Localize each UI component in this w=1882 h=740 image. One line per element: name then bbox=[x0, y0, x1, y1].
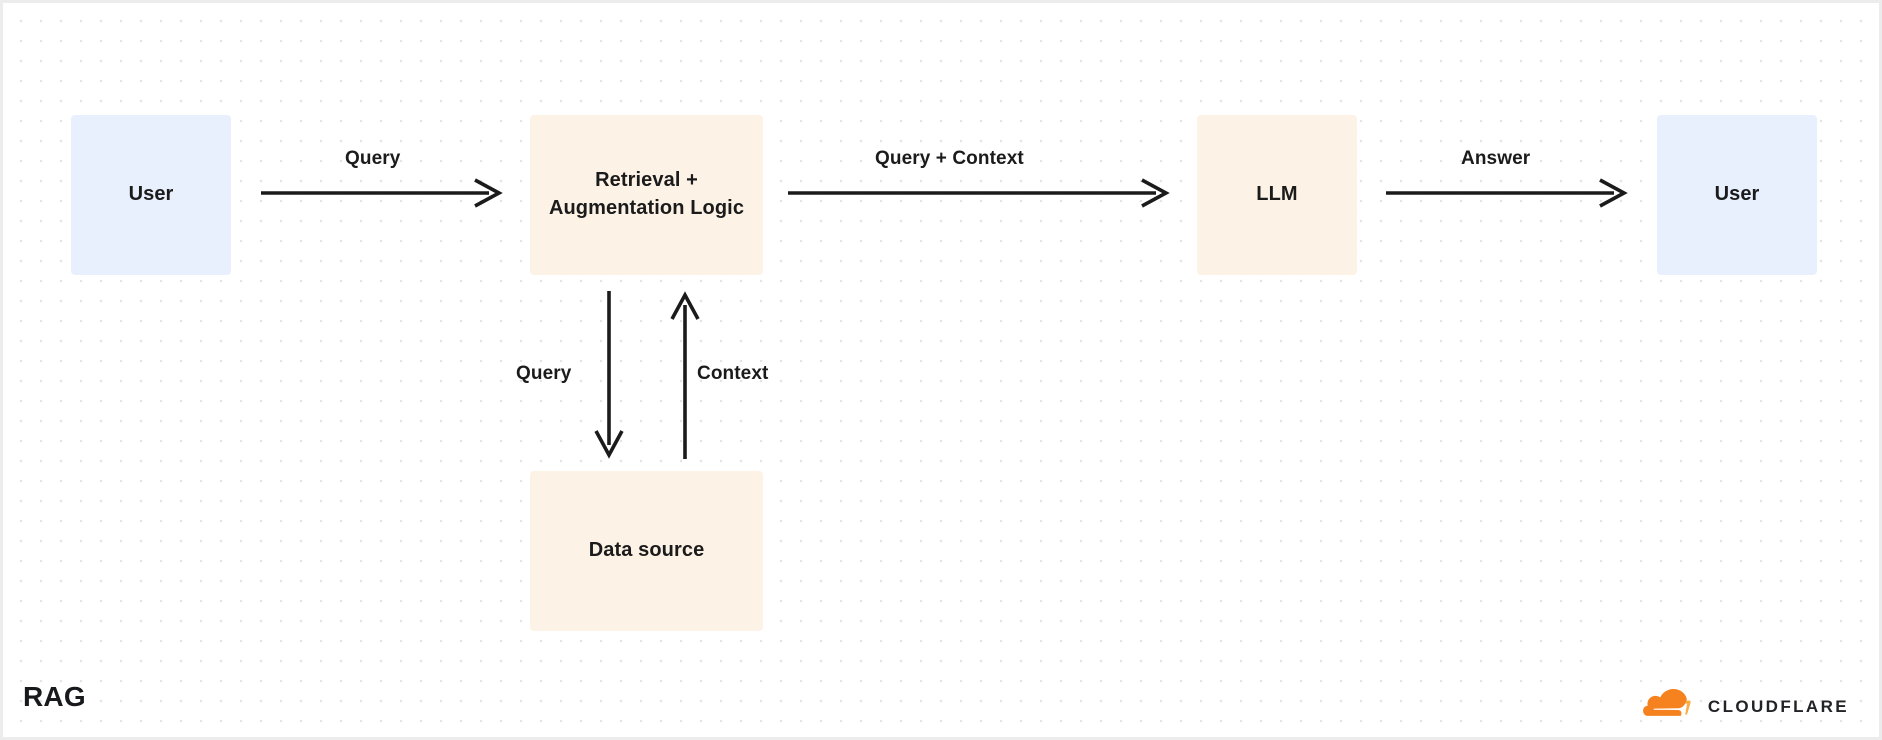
node-llm[interactable]: LLM bbox=[1197, 115, 1357, 275]
node-label: User bbox=[128, 183, 174, 206]
node-label: Retrieval + Augmentation Logic bbox=[548, 169, 745, 219]
node-label: User bbox=[1714, 183, 1760, 206]
cloudflare-brand: CLOUDFLARE bbox=[1642, 689, 1849, 724]
edge-label-query-2: Query bbox=[516, 363, 572, 384]
node-user-left[interactable]: User bbox=[71, 115, 231, 275]
edge-label-answer: Answer bbox=[1461, 148, 1531, 169]
edge-label-context: Context bbox=[697, 363, 769, 384]
edge-label-query-context: Query + Context bbox=[875, 148, 1024, 169]
diagram-title: RAG bbox=[23, 681, 86, 712]
node-retrieval-augmentation-logic[interactable]: Retrieval + Augmentation Logic bbox=[530, 115, 763, 275]
arrow-query-user-to-retrieval bbox=[261, 178, 503, 208]
cloudflare-wordmark: CLOUDFLARE bbox=[1707, 696, 1849, 716]
node-user-right[interactable]: User bbox=[1657, 115, 1817, 275]
node-label: LLM bbox=[1256, 183, 1298, 206]
arrow-query-context-retrieval-to-llm bbox=[788, 178, 1170, 208]
cloudflare-cloud-icon bbox=[1642, 689, 1699, 724]
arrow-query-retrieval-to-datasource bbox=[594, 291, 624, 459]
node-data-source[interactable]: Data source bbox=[530, 471, 763, 631]
edge-label-query-1: Query bbox=[345, 148, 401, 169]
arrow-answer-llm-to-user bbox=[1386, 178, 1628, 208]
node-label: Data source bbox=[588, 539, 705, 562]
